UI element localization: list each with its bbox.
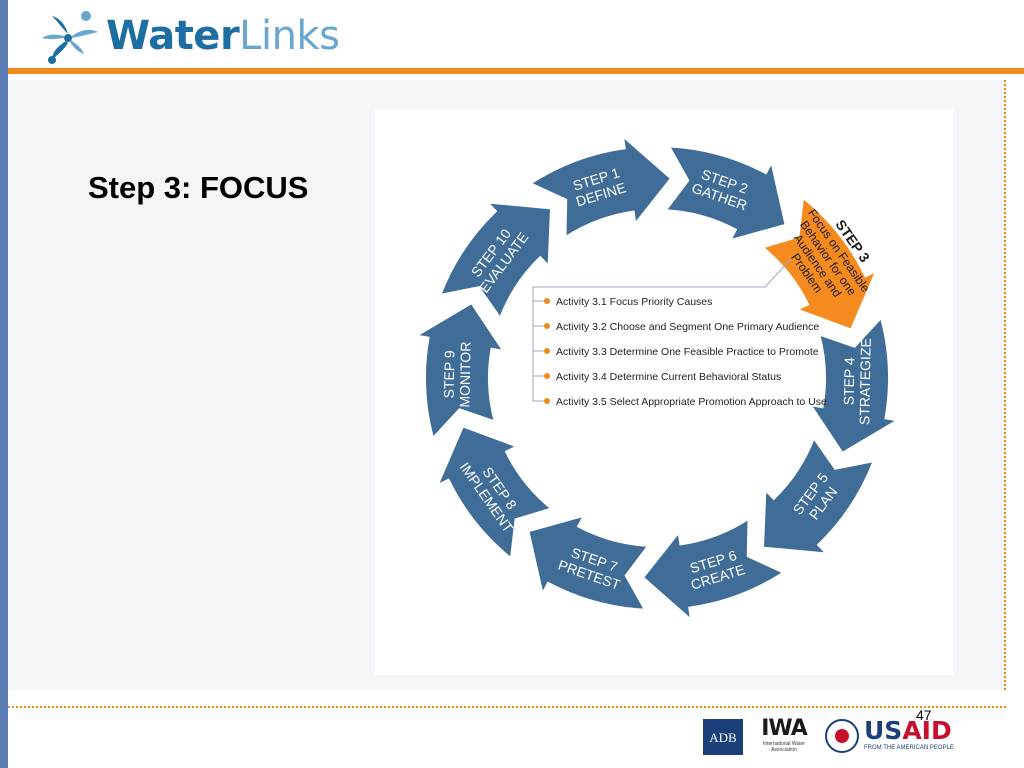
slide-title: Step 3: FOCUS bbox=[88, 170, 309, 205]
left-accent-bar bbox=[0, 0, 8, 768]
step-7-arrow bbox=[527, 514, 651, 611]
activity-item: Activity 3.3 Determine One Feasible Prac… bbox=[556, 346, 819, 358]
activity-connector bbox=[533, 259, 791, 288]
activity-item: Activity 3.4 Determine Current Behaviora… bbox=[556, 371, 781, 383]
usaid-us: US bbox=[864, 716, 903, 745]
adb-logo: ADB bbox=[703, 719, 743, 755]
step-8-arrow bbox=[435, 425, 554, 561]
right-dotted-border bbox=[1004, 80, 1006, 690]
step-number: STEP 4 bbox=[841, 357, 858, 405]
logo-word-links: Links bbox=[239, 13, 340, 59]
activity-item: Activity 3.1 Focus Priority Causes bbox=[556, 296, 712, 308]
header-divider bbox=[8, 68, 1024, 74]
step-name: STRATEGIZE bbox=[856, 338, 874, 425]
step-number: STEP 9 bbox=[441, 350, 458, 398]
activity-bullet bbox=[544, 373, 550, 379]
activity-item: Activity 3.5 Select Appropriate Promotio… bbox=[556, 396, 827, 408]
usaid-seal-icon bbox=[825, 719, 859, 753]
step-1-arrow bbox=[528, 133, 673, 239]
step-9-arrow bbox=[413, 301, 506, 441]
water-drops-icon bbox=[42, 11, 98, 64]
activity-bullet bbox=[544, 298, 550, 304]
step-name: MONITOR bbox=[456, 342, 473, 408]
waterlinks-logo: WaterLinks bbox=[38, 8, 358, 64]
step-3-arrow bbox=[760, 195, 879, 331]
step-5-arrow bbox=[761, 436, 876, 555]
step-2-arrow bbox=[663, 145, 787, 242]
step-4-arrow bbox=[808, 315, 901, 455]
usaid-wordmark: USAID bbox=[864, 717, 952, 745]
step-6-arrow bbox=[641, 517, 786, 623]
header: WaterLinks bbox=[8, 0, 1024, 70]
page-number: 47 bbox=[916, 707, 932, 723]
partner-logos: ADB IWA International Water Association … bbox=[700, 715, 960, 759]
activity-bullet bbox=[544, 348, 550, 354]
logo-word-water: Water bbox=[106, 13, 240, 59]
iwa-wordmark: IWA bbox=[761, 716, 808, 741]
logo-wordmark: WaterLinks bbox=[106, 10, 340, 62]
activity-bullet bbox=[544, 323, 550, 329]
usaid-aid: AID bbox=[902, 716, 952, 745]
iwa-tagline: International Water Association bbox=[762, 741, 806, 753]
usaid-tagline: FROM THE AMERICAN PEOPLE bbox=[864, 745, 954, 751]
activity-item: Activity 3.2 Choose and Segment One Prim… bbox=[556, 321, 819, 333]
activity-bullet bbox=[544, 398, 550, 404]
bottom-dotted-border bbox=[8, 706, 1006, 708]
step-10-arrow bbox=[438, 201, 553, 320]
iwa-logo: IWA International Water Association bbox=[758, 717, 810, 757]
